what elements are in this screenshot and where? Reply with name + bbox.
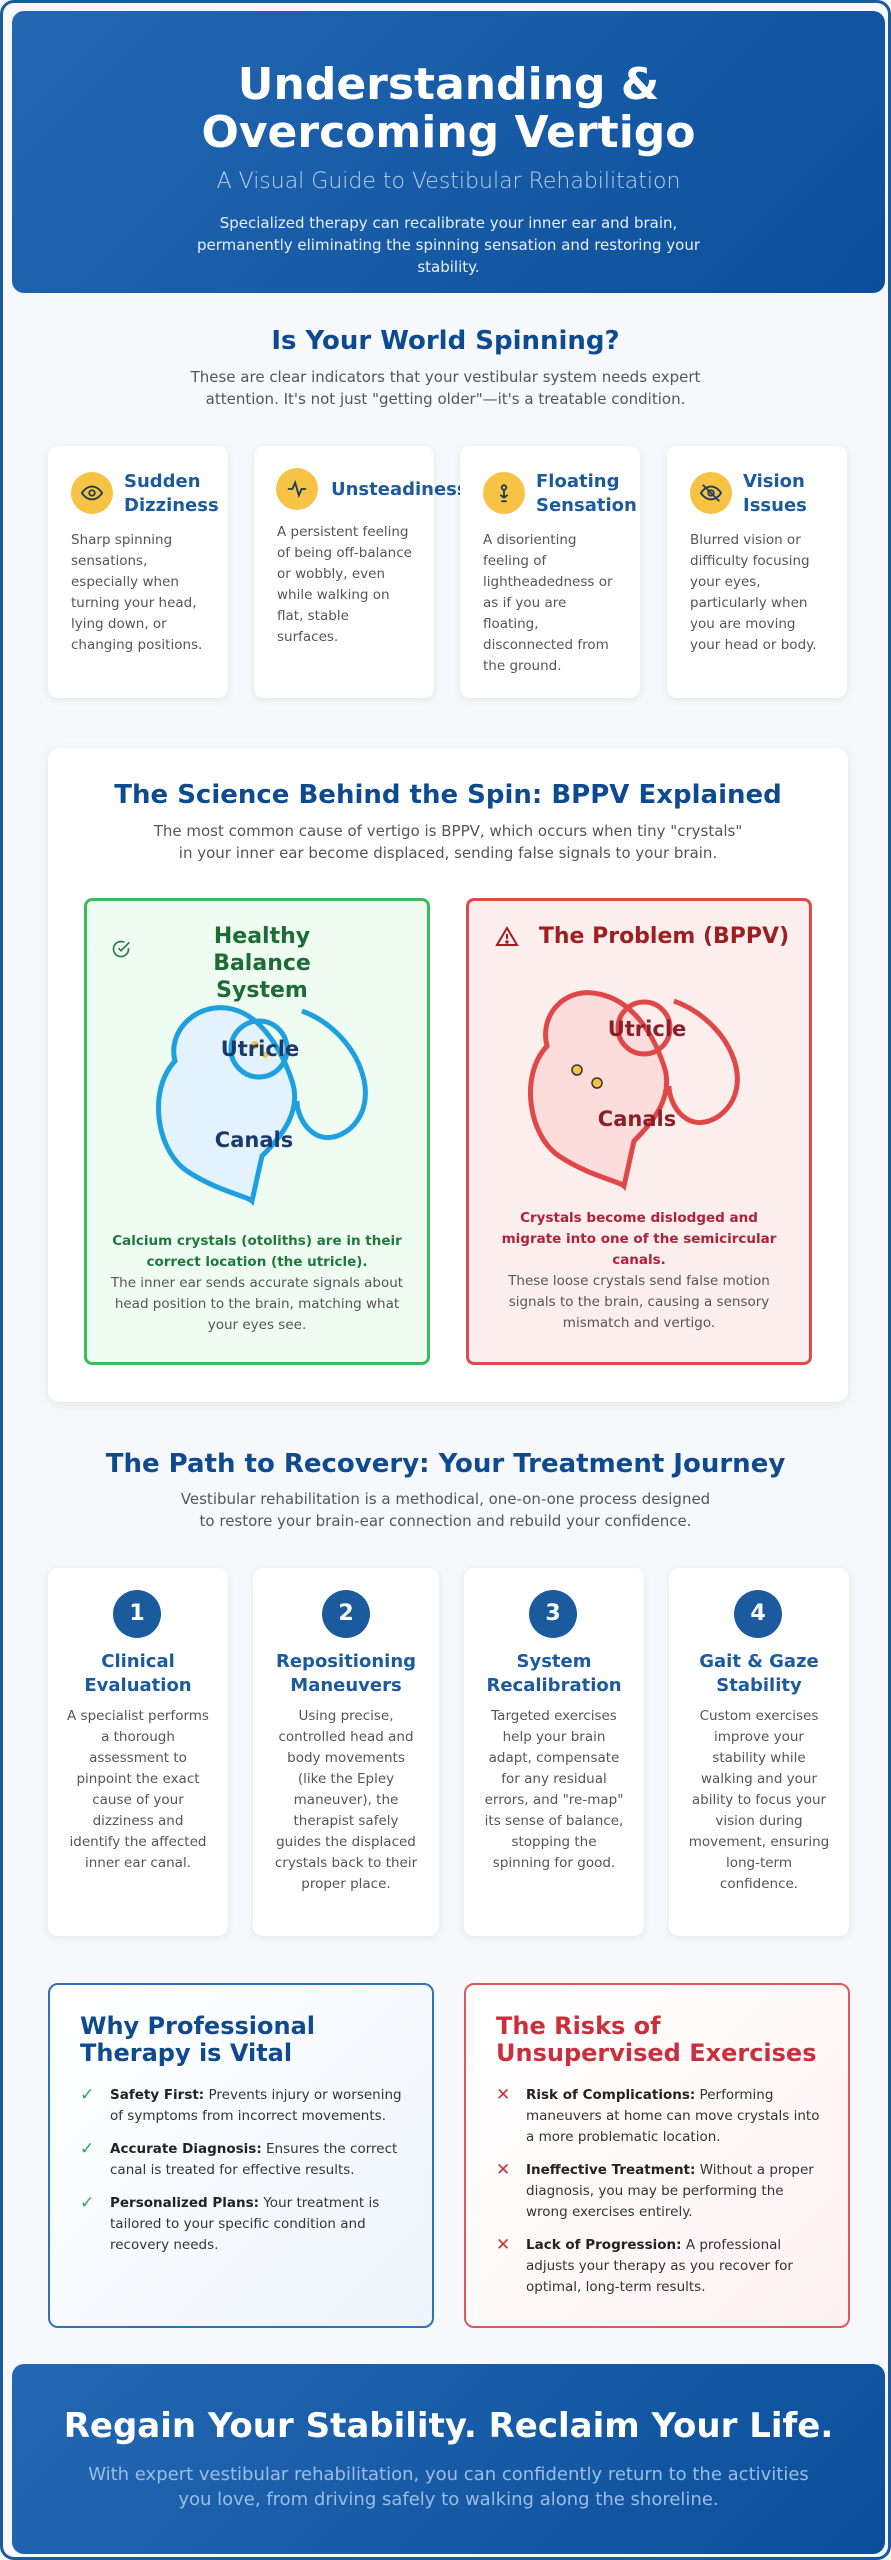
- symptom-card-dizziness: Sudden Dizziness Sharp spinning sensatio…: [48, 446, 228, 698]
- step-number: 3: [529, 1590, 577, 1638]
- recovery-title: The Path to Recovery: Your Treatment Jou…: [105, 1449, 786, 1479]
- pulse-icon: [276, 468, 318, 510]
- science-description: The most common cause of vertigo is BPPV…: [153, 822, 743, 862]
- utricle-label: Utricle: [221, 1037, 300, 1061]
- step-title: Clinical Evaluation: [84, 1651, 192, 1696]
- symptom-card-vision: Vision Issues Blurred vision or difficul…: [667, 446, 847, 698]
- x-icon: ✕: [496, 2085, 511, 2105]
- healthy-title: Healthy Balance System: [213, 924, 311, 1003]
- symptom-title: Vision Issues: [743, 471, 807, 516]
- step-number: 4: [734, 1590, 782, 1638]
- risks-box: The Risks of Unsupervised Exercises ✕Ris…: [464, 1983, 850, 2328]
- step-number: 1: [113, 1590, 161, 1638]
- list-item: ✕Risk of Complications: Performing maneu…: [496, 2085, 820, 2145]
- healthy-system-panel: Healthy Balance System Utricle Canals Ca…: [84, 898, 430, 1365]
- symptom-card-unsteadiness: Unsteadiness A persistent feeling of bei…: [254, 446, 468, 698]
- problem-bold-caption: Crystals become dislodged and migrate in…: [501, 1210, 777, 1268]
- footer-title: Regain Your Stability. Reclaim Your Life…: [63, 2406, 834, 2446]
- footer-banner: Regain Your Stability. Reclaim Your Life…: [12, 2364, 885, 2554]
- why-list: ✓Safety First: Prevents injury or worsen…: [80, 2085, 410, 2268]
- symptom-card-floating: Floating Sensation A disorienting feelin…: [460, 446, 640, 698]
- symptom-text: Blurred vision or difficulty focusing yo…: [690, 532, 817, 653]
- warning-triangle-icon: [495, 925, 519, 953]
- check-circle-icon: [111, 939, 131, 963]
- list-item: ✕Ineffective Treatment: Without a proper…: [496, 2160, 814, 2220]
- symptom-text: Sharp spinning sensations, especially wh…: [71, 532, 203, 653]
- x-icon: ✕: [496, 2160, 511, 2180]
- hero-header: Understanding & Overcoming Vertigo A Vis…: [12, 11, 885, 293]
- symptoms-description: These are clear indicators that your ves…: [190, 368, 701, 408]
- step-card-recalibration: 3 System Recalibration Targeted exercise…: [464, 1568, 644, 1936]
- step-card-repositioning: 2 Repositioning Maneuvers Using precise,…: [253, 1568, 439, 1936]
- symptom-text: A disorienting feeling of lightheadednes…: [483, 532, 613, 674]
- x-icon: ✕: [496, 2235, 511, 2255]
- step-card-gait-gaze: 4 Gait & Gaze Stability Custom exercises…: [669, 1568, 849, 1936]
- check-icon: ✓: [80, 2139, 95, 2159]
- canals-label: Canals: [215, 1128, 293, 1152]
- list-item: ✕Lack of Progression: A professional adj…: [496, 2235, 793, 2295]
- page-subtitle: A Visual Guide to Vestibular Rehabilitat…: [216, 169, 681, 194]
- symptoms-title: Is Your World Spinning?: [271, 326, 620, 356]
- healthy-bold-caption: Calcium crystals (otoliths) are in their…: [112, 1233, 402, 1270]
- list-item: ✓Personalized Plans: Your treatment is t…: [80, 2193, 380, 2253]
- floating-icon: [483, 472, 525, 514]
- symptom-title: Sudden Dizziness: [124, 471, 219, 516]
- step-title: Repositioning Maneuvers: [275, 1651, 417, 1696]
- problem-caption: These loose crystals send false motion s…: [508, 1273, 770, 1331]
- bppv-problem-panel: The Problem (BPPV) Utricle Canals Crysta…: [466, 898, 812, 1365]
- step-title: System Recalibration: [486, 1651, 622, 1696]
- risks-title: The Risks of Unsupervised Exercises: [496, 2012, 817, 2067]
- bppv-section: The Science Behind the Spin: BPPV Explai…: [48, 748, 848, 1402]
- footer-text: With expert vestibular rehabilitation, y…: [88, 2464, 809, 2510]
- why-title: Why Professional Therapy is Vital: [80, 2012, 315, 2067]
- risks-list: ✕Risk of Complications: Performing maneu…: [496, 2085, 826, 2310]
- utricle-label: Utricle: [608, 1017, 687, 1041]
- list-item: ✓Accurate Diagnosis: Ensures the correct…: [80, 2139, 398, 2178]
- eye-off-icon: [690, 472, 732, 514]
- step-text: A specialist performs a thorough assessm…: [67, 1708, 209, 1871]
- step-text: Using precise, controlled head and body …: [274, 1708, 418, 1892]
- step-text: Custom exercises improve your stability …: [688, 1708, 830, 1892]
- eye-icon: [71, 472, 113, 514]
- step-title: Gait & Gaze Stability: [699, 1651, 819, 1696]
- healthy-caption: The inner ear sends accurate signals abo…: [110, 1275, 404, 1333]
- step-text: Targeted exercises help your brain adapt…: [484, 1708, 624, 1871]
- symptom-text: A persistent feeling of being off-balanc…: [277, 524, 412, 645]
- hero-description: Specialized therapy can recalibrate your…: [197, 214, 700, 276]
- why-professional-box: Why Professional Therapy is Vital ✓Safet…: [48, 1983, 434, 2328]
- step-card-evaluation: 1 Clinical Evaluation A specialist perfo…: [48, 1568, 228, 1936]
- symptom-title: Unsteadiness: [331, 479, 468, 500]
- page-title: Understanding & Overcoming Vertigo: [201, 59, 696, 158]
- check-icon: ✓: [80, 2193, 95, 2213]
- symptom-title: Floating Sensation: [536, 471, 637, 516]
- step-number: 2: [322, 1590, 370, 1638]
- science-title: The Science Behind the Spin: BPPV Explai…: [114, 780, 782, 810]
- canals-label: Canals: [598, 1107, 676, 1131]
- list-item: ✓Safety First: Prevents injury or worsen…: [80, 2085, 402, 2124]
- healthy-inner-ear-diagram: Utricle Canals: [155, 1005, 368, 1206]
- recovery-description: Vestibular rehabilitation is a methodica…: [180, 1490, 711, 1530]
- bppv-inner-ear-diagram: Utricle Canals: [527, 990, 740, 1191]
- problem-title: The Problem (BPPV): [538, 924, 790, 949]
- check-icon: ✓: [80, 2085, 95, 2105]
